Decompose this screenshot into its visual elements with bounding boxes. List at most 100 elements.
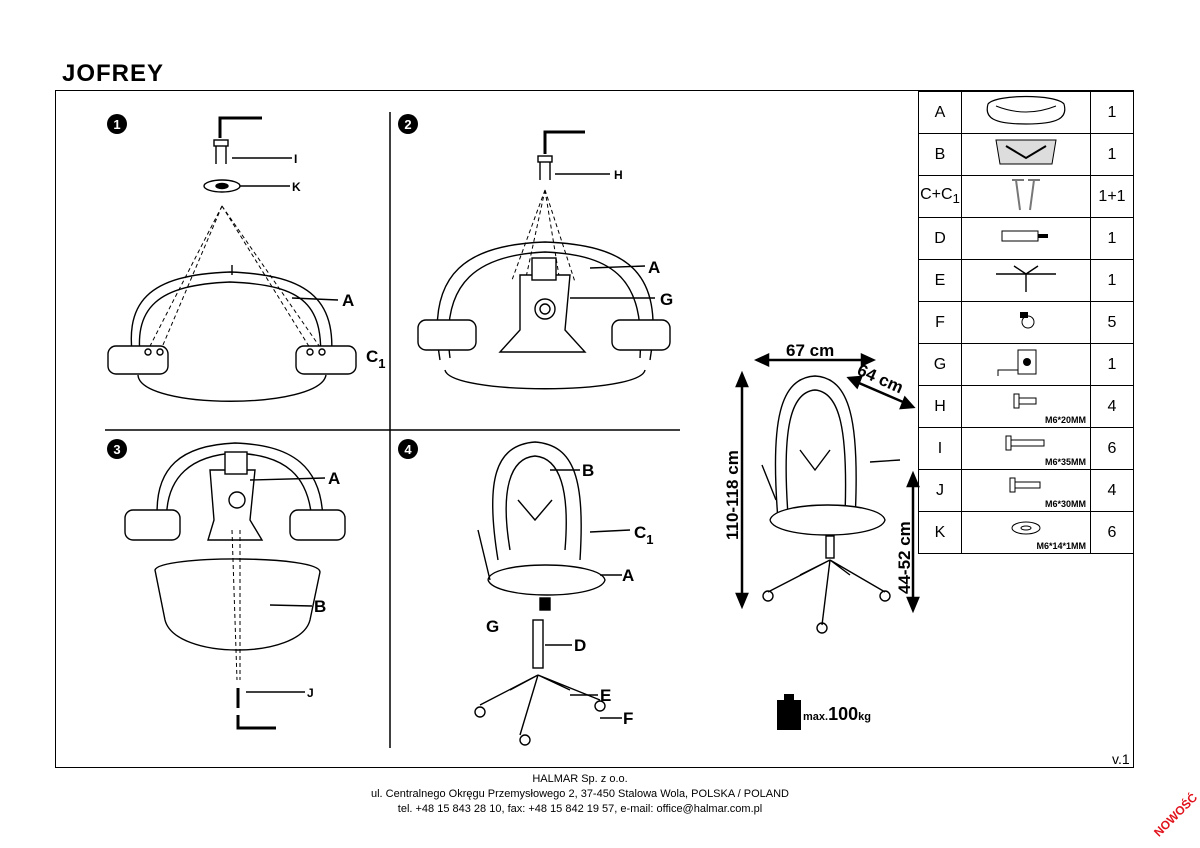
dimension-arrows xyxy=(735,353,920,614)
parts-row: K M6*14*1MM 6 xyxy=(918,511,1134,554)
part-letter: G xyxy=(918,343,962,386)
part-qty: 6 xyxy=(1090,511,1134,554)
seat-icon xyxy=(986,95,1066,125)
version-label: v.1 xyxy=(1112,751,1130,767)
part-letter: B xyxy=(918,133,962,176)
parts-row: G 1 xyxy=(918,343,1134,386)
step4-drawing xyxy=(474,441,631,746)
part-letter: C+C1 xyxy=(918,175,962,218)
callout-E: E xyxy=(600,686,611,705)
instruction-frame xyxy=(55,90,1134,768)
bolt-icon xyxy=(1013,393,1037,409)
footer-contact: tel. +48 15 843 28 10, fax: +48 15 842 1… xyxy=(397,803,763,815)
callout-D: D xyxy=(574,636,586,655)
part-spec: M6*20MM xyxy=(1044,415,1086,425)
part-image-bolt-h: M6*20MM xyxy=(961,385,1091,428)
parts-row: I M6*35MM 6 xyxy=(918,427,1134,470)
callout-G-step2: G xyxy=(660,290,673,309)
part-qty: 1 xyxy=(1090,133,1134,176)
part-image-backrest xyxy=(961,133,1091,176)
parts-table: A 1 B 1 C+C1 1+1 D 1 E 1 F xyxy=(918,91,1134,554)
part-letter: H xyxy=(918,385,962,428)
callout-B-step3: B xyxy=(314,597,326,616)
part-qty: 4 xyxy=(1090,469,1134,512)
bolt-icon xyxy=(1009,477,1041,493)
step-1: 1 xyxy=(113,117,120,132)
callout-J: J xyxy=(307,686,314,700)
caster-icon xyxy=(1020,312,1035,329)
part-letter: J xyxy=(918,469,962,512)
grid-dividers xyxy=(105,112,680,748)
part-qty: 1 xyxy=(1090,217,1134,260)
base-icon xyxy=(996,265,1056,292)
part-qty: 5 xyxy=(1090,301,1134,344)
callout-A-step2: A xyxy=(648,258,660,277)
part-letter: F xyxy=(918,301,962,344)
step2-drawing xyxy=(417,130,671,390)
callout-H: H xyxy=(614,168,623,182)
part-spec: M6*14*1MM xyxy=(1036,541,1086,551)
parts-row: A 1 xyxy=(918,91,1134,134)
armrest-icon xyxy=(1012,179,1040,211)
step-4: 4 xyxy=(404,442,412,457)
weight-icon xyxy=(777,694,801,730)
footer-address: ul. Centralnego Okręgu Przemysłowego 2, … xyxy=(370,788,789,800)
part-image-armrests xyxy=(961,175,1091,218)
parts-row: D 1 xyxy=(918,217,1134,260)
callout-C1-step4: C1 xyxy=(634,523,654,547)
callout-G-step4: G xyxy=(486,617,499,636)
parts-row: B 1 xyxy=(918,133,1134,176)
part-letter: K xyxy=(918,511,962,554)
footer: HALMAR Sp. z o.o. ul. Centralnego Okręgu… xyxy=(0,772,1160,817)
part-letter: A xyxy=(918,91,962,134)
part-qty: 1+1 xyxy=(1090,175,1134,218)
part-image-bolt-j: M6*30MM xyxy=(961,469,1091,512)
part-letter: I xyxy=(918,427,962,470)
part-image-bolt-i: M6*35MM xyxy=(961,427,1091,470)
part-spec: M6*30MM xyxy=(1044,499,1086,509)
part-qty: 6 xyxy=(1090,427,1134,470)
callout-A-step3: A xyxy=(328,469,340,488)
step1-drawing xyxy=(107,116,357,402)
dim-seat-height: 44-52 cm xyxy=(895,521,914,594)
mechanism-icon xyxy=(997,349,1037,376)
callout-B-step4: B xyxy=(582,461,594,480)
parts-row: H M6*20MM 4 xyxy=(918,385,1134,428)
part-image-mechanism xyxy=(961,343,1091,386)
parts-row: E 1 xyxy=(918,259,1134,302)
page-title: JOFREY xyxy=(62,60,165,87)
part-image-base xyxy=(961,259,1091,302)
callout-A-step1: A xyxy=(342,291,354,310)
step-2: 2 xyxy=(404,117,411,132)
part-image-gas-lift xyxy=(961,217,1091,260)
step3-drawing xyxy=(124,442,346,730)
part-qty: 1 xyxy=(1090,259,1134,302)
dimension-chair xyxy=(761,375,901,634)
parts-row: C+C1 1+1 xyxy=(918,175,1134,218)
part-letter: D xyxy=(918,217,962,260)
parts-row: F 5 xyxy=(918,301,1134,344)
dim-width: 67 cm xyxy=(786,341,834,360)
callout-C1-step1: C1 xyxy=(366,347,386,371)
part-spec: M6*35MM xyxy=(1044,457,1086,467)
callout-A-step4: A xyxy=(622,566,634,585)
backrest-icon xyxy=(995,139,1057,165)
max-load: max.100kg xyxy=(803,704,871,724)
part-qty: 1 xyxy=(1090,343,1134,386)
part-image-seat xyxy=(961,91,1091,134)
callout-K: K xyxy=(292,180,301,194)
gas-lift-icon xyxy=(1001,230,1048,242)
dim-height: 110-118 cm xyxy=(723,450,742,540)
callout-F: F xyxy=(623,709,633,728)
part-image-washer: M6*14*1MM xyxy=(961,511,1091,554)
part-letter: E xyxy=(918,259,962,302)
callout-I: I xyxy=(294,152,297,166)
footer-company: HALMAR Sp. z o.o. xyxy=(532,773,628,785)
washer-icon xyxy=(1011,521,1041,535)
step-numbers: 1 2 3 4 xyxy=(107,114,418,459)
part-image-caster xyxy=(961,301,1091,344)
part-qty: 4 xyxy=(1090,385,1134,428)
part-qty: 1 xyxy=(1090,91,1134,134)
step-3: 3 xyxy=(113,442,120,457)
